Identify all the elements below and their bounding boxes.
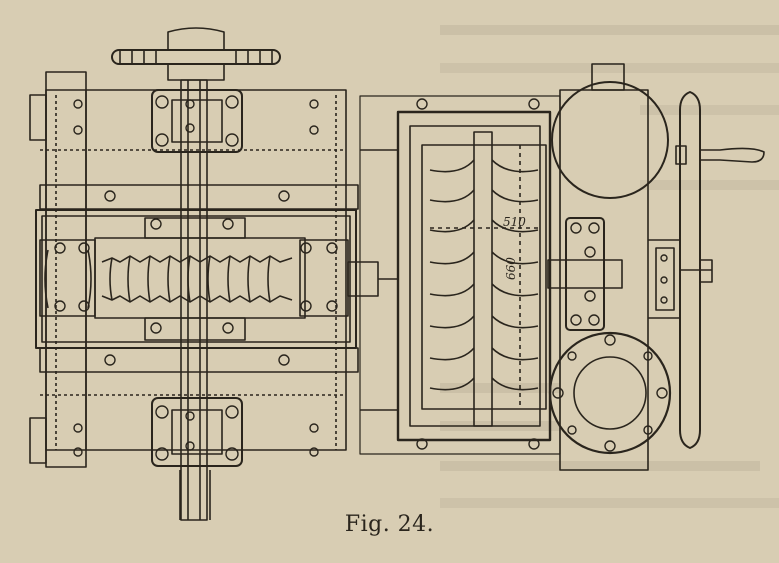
- right-assembly: [547, 63, 680, 471]
- drive-shaft: [111, 27, 281, 521]
- dimension-height: 660: [504, 257, 518, 280]
- bolts: [54, 95, 668, 461]
- shaft-coupling: [347, 261, 398, 297]
- dimension-width: 510: [503, 215, 526, 229]
- figure-caption: Fig. 24.: [344, 512, 435, 537]
- handwheel: [675, 91, 765, 449]
- bleed-through-text: [440, 25, 779, 508]
